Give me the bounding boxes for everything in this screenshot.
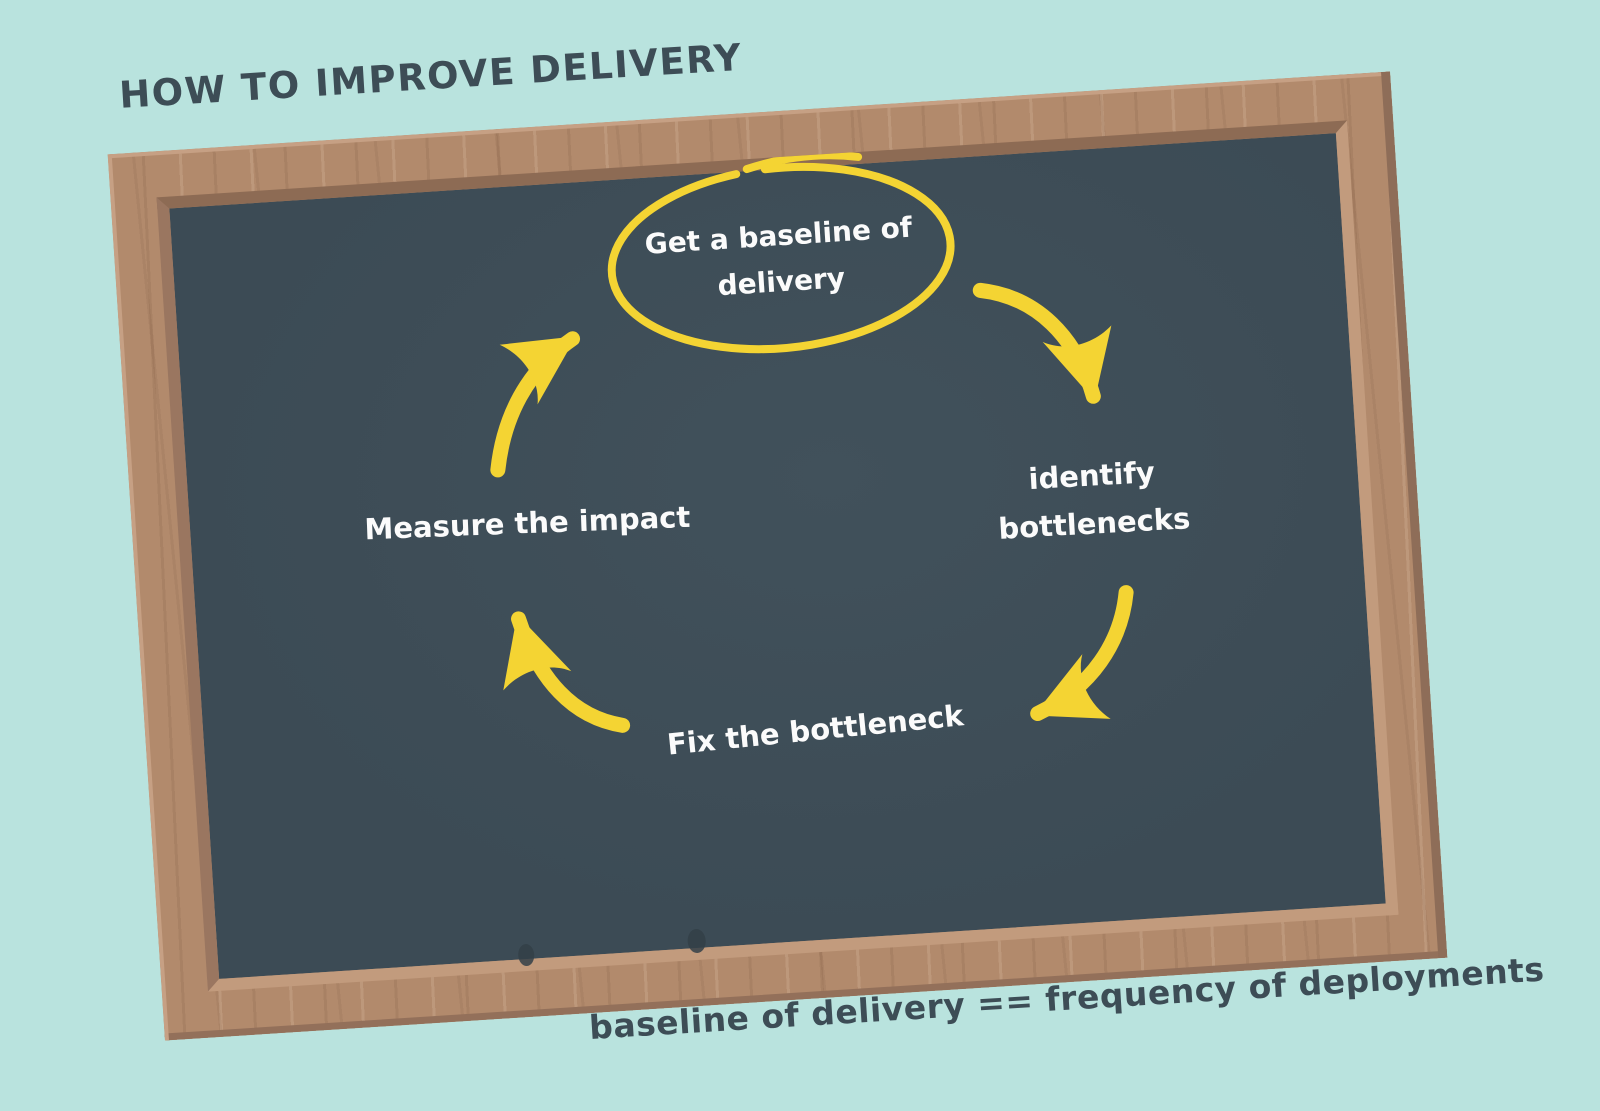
chalkboard-frame: Get a baseline of delivery identify bott…	[107, 71, 1448, 1041]
page-title: How to improve delivery	[118, 35, 744, 117]
step-identify-bottlenecks: identify bottlenecks	[941, 443, 1246, 556]
